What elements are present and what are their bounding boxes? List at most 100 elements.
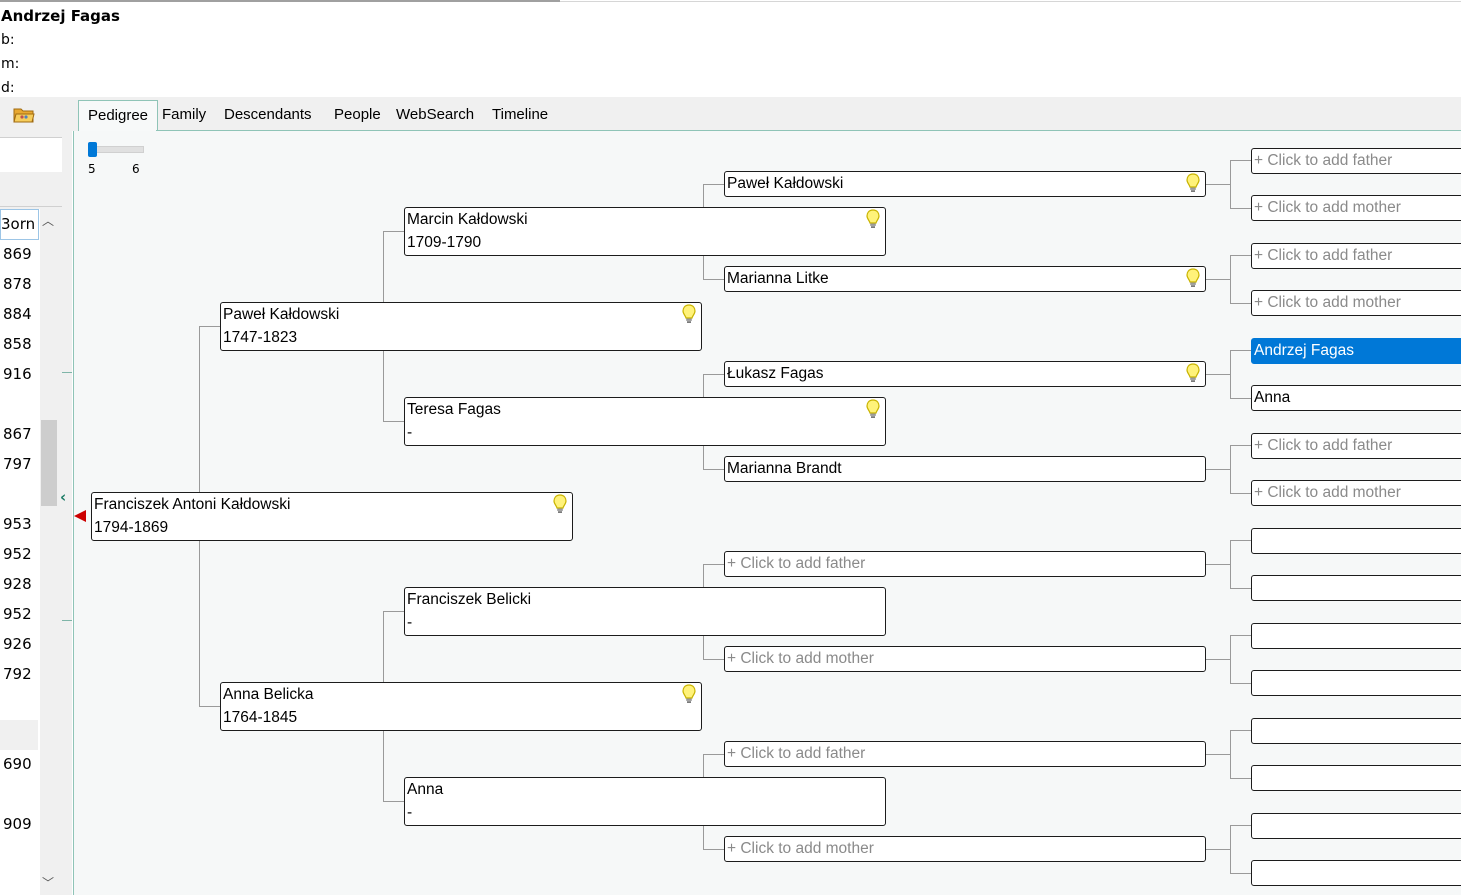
scroll-down-icon[interactable]: ﹀ bbox=[42, 876, 55, 890]
born-year-cell[interactable]: 858 bbox=[3, 335, 32, 353]
list-scrollbar[interactable] bbox=[40, 209, 58, 895]
born-year-cell[interactable]: 928 bbox=[3, 575, 32, 593]
person-ggm-2[interactable]: Marianna Brandt bbox=[724, 456, 1206, 482]
add-father-box[interactable]: + Click to add father bbox=[724, 551, 1206, 577]
empty-ancestor-box[interactable] bbox=[1251, 528, 1461, 554]
add-mother-box[interactable]: + Click to add mother bbox=[1251, 290, 1461, 316]
born-year-cell[interactable]: 792 bbox=[3, 665, 32, 683]
root-navigate-arrow-icon[interactable] bbox=[74, 510, 86, 522]
tab-timeline[interactable]: Timeline bbox=[492, 106, 549, 123]
list-scrollbar-thumb[interactable] bbox=[41, 420, 57, 506]
empty-ancestor-box[interactable] bbox=[1251, 670, 1461, 696]
add-father-box[interactable]: + Click to add father bbox=[724, 741, 1206, 767]
add-mother-box[interactable]: + Click to add mother bbox=[724, 836, 1206, 862]
empty-ancestor-box[interactable] bbox=[1251, 575, 1461, 601]
born-year-cell[interactable]: 952 bbox=[3, 545, 32, 563]
tree-connector-line bbox=[383, 611, 384, 682]
born-year-cell[interactable]: 867 bbox=[3, 425, 32, 443]
tree-connector-line bbox=[1230, 493, 1251, 494]
tree-connector-line bbox=[703, 446, 704, 469]
panel-splitter[interactable] bbox=[62, 97, 72, 895]
tree-connector-line bbox=[1230, 635, 1231, 683]
person-ggf-1[interactable]: Paweł Kałdowski bbox=[724, 171, 1206, 197]
tab-family[interactable]: Family bbox=[162, 106, 207, 123]
tree-connector-line bbox=[703, 256, 704, 279]
person-name: Marcin Kałdowski bbox=[407, 211, 528, 228]
person-ggf-2[interactable]: Łukasz Fagas bbox=[724, 361, 1206, 387]
person-paternal-grandfather[interactable]: Marcin Kałdowski 1709-1790 bbox=[404, 207, 886, 256]
hint-lightbulb-icon[interactable] bbox=[866, 399, 880, 419]
tree-connector-line bbox=[1206, 754, 1230, 755]
tree-connector-line bbox=[1206, 849, 1230, 850]
person-name: Marianna Litke bbox=[727, 270, 829, 287]
tree-connector-line bbox=[1230, 635, 1251, 636]
born-column-header[interactable]: 3orn bbox=[0, 209, 39, 240]
selected-person-name: Andrzej Fagas bbox=[1, 7, 120, 25]
tree-connector-line bbox=[1206, 279, 1230, 280]
collapse-chevron-icon[interactable]: ‹ bbox=[60, 488, 67, 506]
person-name: Anna bbox=[1254, 389, 1291, 406]
tree-connector-line bbox=[703, 469, 724, 470]
person-paternal-grandmother[interactable]: Teresa Fagas- bbox=[404, 397, 886, 446]
person-ggm-1[interactable]: Marianna Litke bbox=[724, 266, 1206, 292]
person-maternal-grandmother[interactable]: Anna- bbox=[404, 777, 886, 826]
scroll-up-icon[interactable]: ︿ bbox=[42, 214, 55, 228]
hint-lightbulb-icon[interactable] bbox=[1186, 268, 1200, 288]
empty-ancestor-box[interactable] bbox=[1251, 718, 1461, 744]
tree-connector-line bbox=[383, 231, 404, 232]
tree-connector-line bbox=[703, 564, 704, 587]
born-year-cell[interactable]: 952 bbox=[3, 605, 32, 623]
add-father-box[interactable]: + Click to add father bbox=[1251, 148, 1461, 174]
born-year-cell[interactable]: 953 bbox=[3, 515, 32, 533]
splitter-line bbox=[62, 372, 72, 373]
hint-lightbulb-icon[interactable] bbox=[682, 304, 696, 324]
tree-connector-line bbox=[1230, 730, 1251, 731]
tree-connector-line bbox=[383, 611, 404, 612]
born-year-cell[interactable]: 884 bbox=[3, 305, 32, 323]
generations-slider-thumb[interactable] bbox=[88, 142, 97, 157]
hint-lightbulb-icon[interactable] bbox=[553, 494, 567, 514]
empty-ancestor-box[interactable] bbox=[1251, 765, 1461, 791]
tree-connector-line bbox=[703, 636, 704, 659]
add-mother-box[interactable]: + Click to add mother bbox=[724, 646, 1206, 672]
open-folder-icon[interactable] bbox=[13, 106, 35, 124]
add-mother-box[interactable]: + Click to add mother bbox=[1251, 195, 1461, 221]
window-top-border bbox=[0, 0, 560, 2]
born-year-cell[interactable]: 869 bbox=[3, 245, 32, 263]
born-year-cell[interactable]: 909 bbox=[3, 815, 32, 833]
tree-connector-line bbox=[703, 754, 724, 755]
tree-connector-line bbox=[199, 326, 200, 492]
tree-connector-line bbox=[703, 826, 704, 849]
add-mother-box[interactable]: + Click to add mother bbox=[1251, 480, 1461, 506]
empty-ancestor-box[interactable] bbox=[1251, 623, 1461, 649]
tab-websearch[interactable]: WebSearch bbox=[396, 106, 475, 123]
empty-ancestor-box[interactable] bbox=[1251, 813, 1461, 839]
person-maternal-grandfather[interactable]: Franciszek Belicki- bbox=[404, 587, 886, 636]
born-year-cell[interactable]: 926 bbox=[3, 635, 32, 653]
tree-connector-line bbox=[1230, 683, 1251, 684]
person-gen5-selected[interactable]: Andrzej Fagas bbox=[1251, 338, 1461, 364]
hint-lightbulb-icon[interactable] bbox=[866, 209, 880, 229]
add-father-box[interactable]: + Click to add father bbox=[1251, 433, 1461, 459]
person-gen5-anna[interactable]: Anna bbox=[1251, 385, 1461, 411]
add-father-box[interactable]: + Click to add father bbox=[1251, 243, 1461, 269]
hint-lightbulb-icon[interactable] bbox=[1186, 363, 1200, 383]
person-dates: 1709-1790 bbox=[407, 234, 482, 251]
hint-lightbulb-icon[interactable] bbox=[1186, 173, 1200, 193]
tab-descendants[interactable]: Descendants bbox=[224, 106, 312, 123]
born-year-cell[interactable]: 797 bbox=[3, 455, 32, 473]
tab-pedigree[interactable]: Pedigree bbox=[78, 100, 158, 131]
hint-lightbulb-icon[interactable] bbox=[682, 684, 696, 704]
left-search-box[interactable] bbox=[0, 137, 62, 173]
person-name: + Click to add mother bbox=[1254, 484, 1401, 501]
tab-people[interactable]: People bbox=[334, 106, 381, 123]
born-year-cell[interactable]: 690 bbox=[3, 755, 32, 773]
people-list[interactable] bbox=[0, 209, 40, 895]
born-year-cell[interactable]: 916 bbox=[3, 365, 32, 383]
person-name: Anna Belicka bbox=[223, 686, 314, 703]
empty-ancestor-box[interactable] bbox=[1251, 860, 1461, 886]
born-year-cell[interactable]: 878 bbox=[3, 275, 32, 293]
